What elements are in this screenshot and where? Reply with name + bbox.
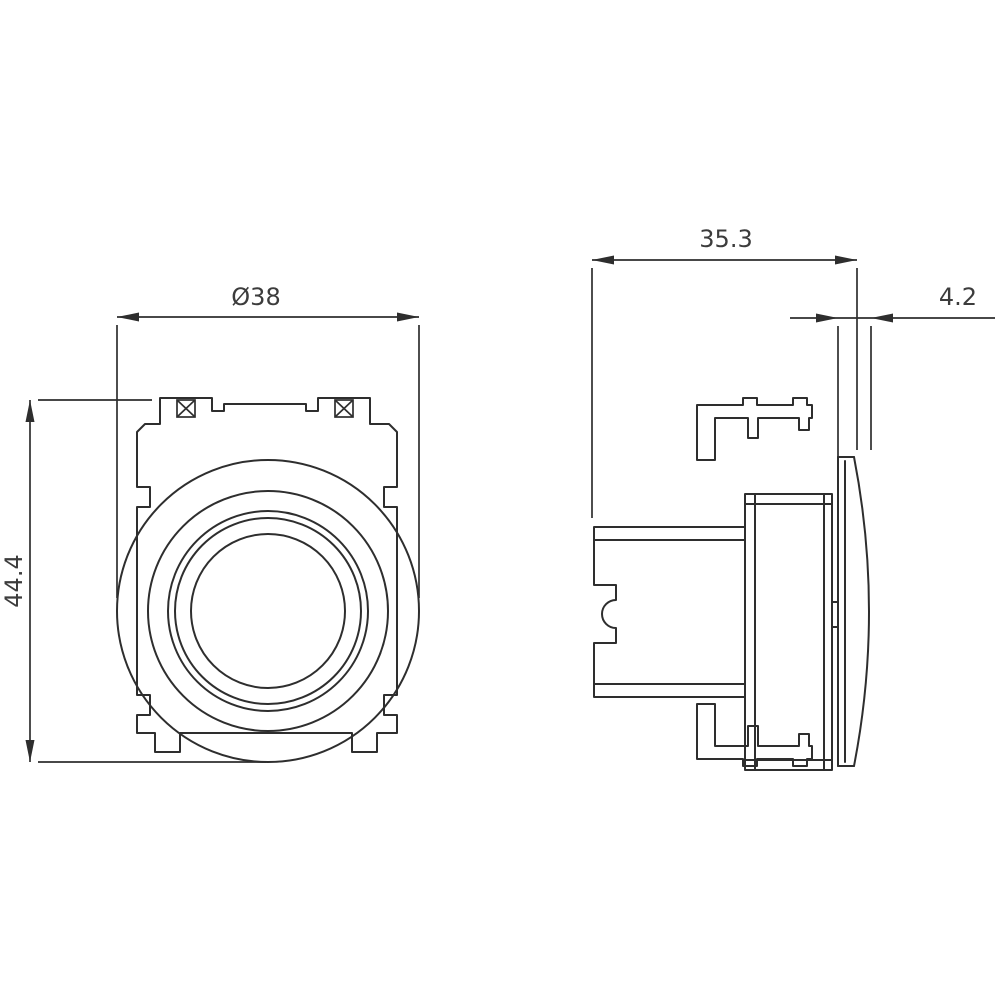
front-flange-outline	[744, 493, 833, 771]
latch-mark-right	[334, 399, 354, 418]
cap-dim-arrow-left	[816, 313, 838, 323]
depth-dim-arrow-left	[592, 255, 614, 265]
bezel-inner-circle	[147, 490, 389, 732]
front-view-height-dimension: 44.4	[0, 399, 266, 763]
width-dim-arrow-left	[117, 312, 139, 322]
bezel-outer-circle	[116, 459, 420, 763]
height-dim-arrow-bottom	[25, 740, 35, 762]
front-view: Ø38 44.4	[0, 283, 420, 763]
retainer-clip-top	[696, 397, 813, 461]
side-view-part	[593, 397, 870, 771]
height-dim-label: 44.4	[0, 554, 28, 607]
depth-dim-label: 35.3	[699, 225, 752, 253]
retainer-clip-bottom	[696, 703, 813, 767]
mounting-holder-outline	[136, 397, 398, 753]
button-face-circle	[190, 533, 346, 689]
latch-mark-left	[176, 399, 196, 418]
cap-dim-arrow-right	[871, 313, 893, 323]
latch-mark-right-box	[334, 399, 354, 418]
button-ring-inner-circle	[174, 517, 362, 705]
depth-dim-arrow-right	[835, 255, 857, 265]
latch-mark-left-box	[176, 399, 196, 418]
button-ring-outer-circle	[167, 510, 369, 712]
latch-mark-right-diagonal-2	[334, 399, 354, 418]
width-dim-label: Ø38	[231, 283, 280, 311]
width-dim-arrow-right	[397, 312, 419, 322]
button-cap-face-curve	[853, 456, 870, 767]
front-view-width-dimension: Ø38	[116, 283, 420, 598]
side-view: 35.3 4.2	[591, 225, 995, 771]
side-view-depth-dimension: 35.3	[591, 225, 858, 518]
cap-dim-label: 4.2	[939, 283, 977, 311]
front-view-part	[116, 397, 420, 763]
latch-mark-left-diagonal-2	[176, 399, 196, 418]
height-dim-arrow-top	[25, 400, 35, 422]
actuator-body-outline	[593, 526, 746, 698]
button-cap-profile	[837, 456, 870, 767]
side-view-cap-dimension: 4.2	[790, 283, 995, 490]
